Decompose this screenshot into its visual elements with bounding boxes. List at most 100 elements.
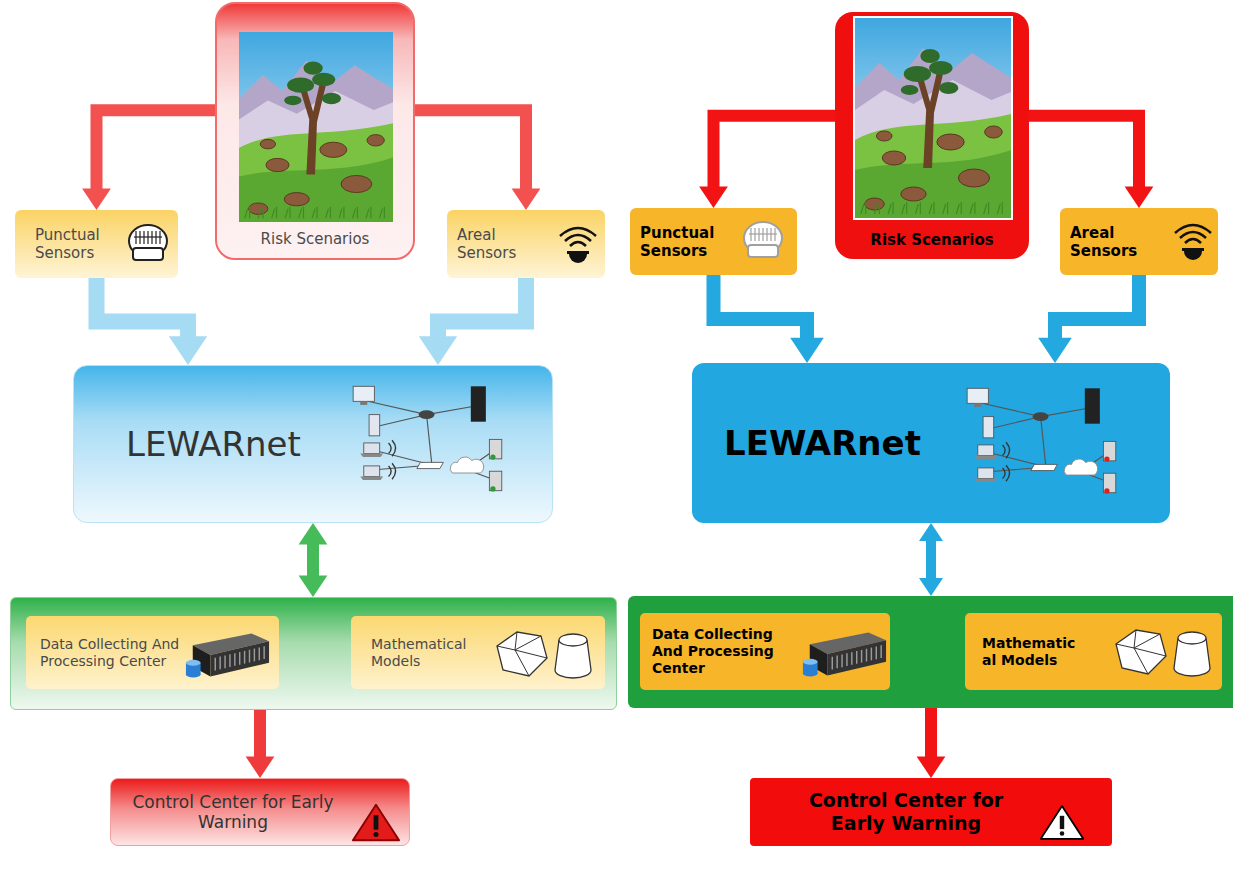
server-icon-part [876,646,877,659]
network-icon-part [369,415,380,436]
landscape-illustration-part [380,207,385,218]
network-icon-part [353,386,374,401]
server-icon-part [263,646,264,659]
flow-arrow [246,710,275,778]
landscape-illustration-part [970,202,975,214]
geometry-icon-part [1116,630,1166,674]
node-label: Mathematical Models [371,636,481,670]
sensor-box: Areal Sensors [1060,208,1218,275]
geometry-icon-part [1116,630,1166,674]
network-icon [331,381,531,496]
flow-arrow [699,116,835,208]
network-icon-part [1085,388,1100,423]
network-icon-part [419,410,435,419]
network-icon-part [1104,488,1109,493]
landscape-illustration [239,32,393,222]
node-label: Risk Scenarios [870,231,993,249]
arrow-shaft [97,278,189,337]
server-icon-part [259,647,260,660]
server-icon-part [249,650,250,663]
punctual-sensor-icon [126,222,170,266]
network-icon-part [389,440,396,479]
arrowhead [790,338,824,363]
areal-sensor-icon [1173,219,1213,263]
landscape-illustration-part [287,78,314,93]
landscape-illustration-part [312,73,335,86]
arrowhead [1125,186,1154,208]
arrowhead [169,336,207,365]
areal-sensor-icon [558,222,598,266]
landscape-illustration-part [245,207,250,218]
node-label: Punctual Sensors [640,224,735,260]
arrowhead [1038,338,1072,363]
landscape-illustration-part [939,82,959,94]
geometry-icon [489,626,599,682]
landscape-illustration-part [915,202,920,214]
server-icon-part [803,671,818,677]
network-icon-part [1103,473,1115,492]
landscape-illustration-part [326,207,331,218]
network-icon-part [974,456,997,460]
landscape-illustration-part [861,202,866,214]
network-icon-part [489,439,501,458]
arrowhead [919,578,943,596]
network-box: LEWARnet [692,363,1170,523]
arrowhead [82,188,111,210]
network-icon-part [1103,441,1115,460]
punctual-sensor-icon-part [748,245,778,257]
landscape-illustration-part [258,207,263,218]
flow-arrow [97,278,208,365]
landscape-illustration-part [249,203,268,214]
flow-arrow [714,275,824,363]
server-icon-part [210,641,269,676]
node-label: Risk Scenarios [261,230,370,248]
server-icon-part [234,653,235,666]
landscape-illustration-part [322,93,341,104]
server-icon-part [861,650,862,663]
arrowhead [512,188,541,210]
network-icon-part [360,477,383,481]
scenario-panel: Risk Scenarios [215,2,415,260]
landscape-illustration-part [882,151,905,165]
node-label: Control Center for Early Warning [794,789,1019,835]
network-icon-part [364,443,380,454]
landscape-illustration-part [341,175,372,192]
arrow-shaft [1055,275,1139,339]
warning-sign [1039,802,1085,842]
node-label: Punctual Sensors [35,226,125,262]
sensor-box: Areal Sensors [447,210,605,278]
warning-sign-part [1041,806,1083,839]
server-icon-part [244,651,245,664]
landscape-illustration-part [266,158,289,171]
arrowhead [419,336,457,365]
landscape-illustration-part [920,49,940,63]
areal-sensor-icon-part [570,242,586,246]
network-icon-part [471,386,486,421]
landscape-illustration-part [956,202,961,214]
server-icon-part [254,649,255,662]
areal-sensor-icon-part [1185,239,1201,243]
network-icon-part [1003,442,1010,481]
landscape-illustration-part [239,157,393,222]
punctual-sensor-icon [741,219,785,263]
node-label: LEWARnet [126,424,301,465]
network-icon-part [978,468,994,479]
landscape-illustration-part [901,85,919,95]
areal-sensor-icon-part [569,254,587,263]
landscape-illustration-part [320,142,347,157]
flow-arrow [917,708,946,778]
landscape-illustration-part [303,61,322,74]
landscape-illustration-part [943,202,948,214]
network-icon-part [489,471,501,490]
flow-arrow [82,110,215,210]
network-icon [945,383,1145,498]
landscape-illustration-part [984,202,989,214]
landscape-illustration-part [901,187,926,201]
server-icon-part [186,660,201,666]
landscape-illustration-part [902,202,907,214]
geometry-icon-part [497,632,547,676]
process-box: Data Collecting And Processing Center [640,613,890,690]
network-box: LEWARnet [73,365,553,523]
network-icon-part [417,462,444,468]
server-icon-part [846,653,847,666]
